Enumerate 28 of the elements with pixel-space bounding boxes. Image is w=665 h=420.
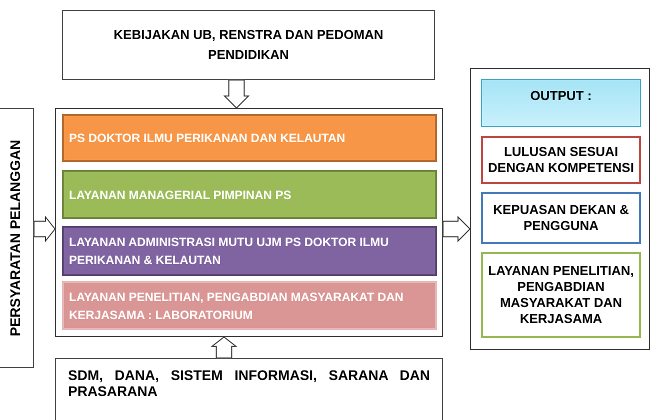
- box-text: KEPUASAN DEKAN & PENGGUNA: [492, 202, 630, 234]
- box-text: LAYANAN PENELITIAN, PENGABDIAN MASYARAKAT DAN KERJASAMA: [488, 263, 634, 327]
- block-arrow: [442, 216, 471, 242]
- box-text: LAYANAN ADMINISTRASI MUTU UJM PS DOKTOR ILMU PERIKANAN & KELAUTAN: [69, 234, 390, 269]
- block-arrow: [210, 336, 238, 358]
- box-text: KEBIJAKAN UB, RENSTRA DAN PEDOMAN PENDIDIKAN: [112, 26, 384, 64]
- box-text: SDM, DANA, SISTEM INFORMASI, SARANA DAN PRASARANA: [68, 367, 430, 399]
- service-box: [62, 170, 437, 219]
- program-box: [62, 114, 437, 162]
- output-box: [481, 136, 641, 184]
- box-text: LULUSAN SESUAI DENGAN KOMPETENSI: [488, 144, 634, 176]
- output-box: [481, 252, 641, 338]
- output-container: [470, 68, 650, 350]
- resources-box: [55, 358, 443, 420]
- service-box: [62, 281, 437, 330]
- block-arrow: [223, 80, 250, 109]
- box-text: LAYANAN MANAGERIAL PIMPINAN PS: [69, 186, 292, 204]
- box-text: LAYANAN PENELITIAN, PENGABDIAN MASYARAKAT DAN KERJASAMA : LABORATORIUM: [69, 288, 404, 324]
- box-text: PS DOKTOR ILMU PERIKANAN DAN KELAUTAN: [69, 130, 346, 147]
- output-box: [481, 192, 641, 244]
- process-container: [55, 108, 443, 337]
- block-arrow: [34, 216, 56, 242]
- requirements-box: [0, 108, 34, 368]
- box-text: OUTPUT :: [529, 88, 593, 104]
- output-heading-box: [481, 79, 641, 127]
- service-box: [62, 226, 437, 276]
- policy-box: [62, 10, 435, 80]
- box-text: PERSYARATAN PELANGGAN: [7, 140, 23, 336]
